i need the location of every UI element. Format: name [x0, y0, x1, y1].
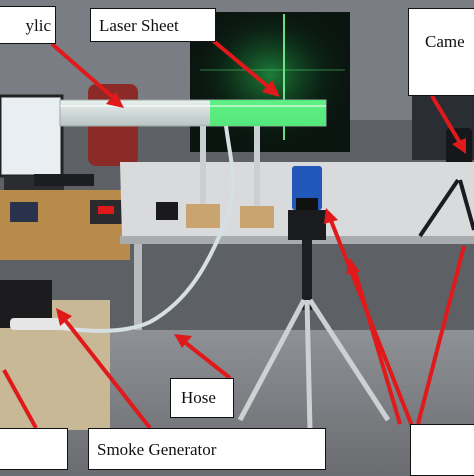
- arrow-right-bottom-tripod: [416, 245, 466, 425]
- partial-label-left: [0, 428, 68, 470]
- tripod-leg-left: [237, 298, 307, 422]
- tripod-head: [288, 210, 326, 240]
- camera-lens: [296, 198, 318, 212]
- laser-sheet-label: Laser Sheet: [90, 8, 216, 42]
- right-tripod-leg-1: [418, 178, 460, 238]
- tripod-leg-center: [304, 299, 313, 431]
- tripod-leg-right: [307, 298, 391, 422]
- arrow-tripod-head-tip: [346, 258, 360, 274]
- arrow-tripod-head: [352, 267, 402, 425]
- laser-glow: [190, 12, 350, 152]
- acrylic-label: ylic: [0, 6, 56, 44]
- arrow-camera: [430, 94, 464, 148]
- tripod-column: [302, 240, 312, 310]
- stand-post-2: [254, 126, 260, 216]
- monitor: [0, 94, 64, 178]
- smoke-generator-nozzle: [10, 318, 70, 330]
- right-tripod-leg-2: [458, 179, 474, 231]
- acrylic-laser-section: [210, 100, 326, 126]
- arrow-left-bottom: [2, 369, 38, 429]
- stand-post-1: [200, 126, 206, 216]
- wood-block-1: [186, 204, 220, 228]
- hose-label: Hose: [170, 378, 234, 418]
- arrow-laser-head: [262, 80, 280, 97]
- arrow-acrylic: [50, 42, 118, 102]
- arrow-smoke: [60, 314, 152, 430]
- keyboard: [34, 174, 94, 186]
- partial-label-right: [410, 424, 474, 476]
- smoke-generator-label: Smoke Generator: [88, 428, 326, 470]
- arrow-camera-blue-head: [324, 208, 338, 224]
- camera-label: Came: [408, 8, 474, 96]
- hose-tube: [19, 125, 236, 333]
- arrow-camera-head: [452, 138, 466, 154]
- arrows: [2, 36, 466, 430]
- table-leg-left: [134, 244, 142, 354]
- arrow-laser: [208, 36, 274, 92]
- arrow-smoke-head: [56, 308, 72, 326]
- small-black-box: [156, 202, 178, 220]
- arrow-hose: [180, 338, 232, 380]
- mouse-pad: [10, 202, 38, 222]
- arrow-hose-head: [174, 334, 192, 348]
- power-supply-display: [98, 206, 114, 214]
- arrow-acrylic-head: [106, 92, 124, 108]
- wood-block-2: [240, 206, 274, 228]
